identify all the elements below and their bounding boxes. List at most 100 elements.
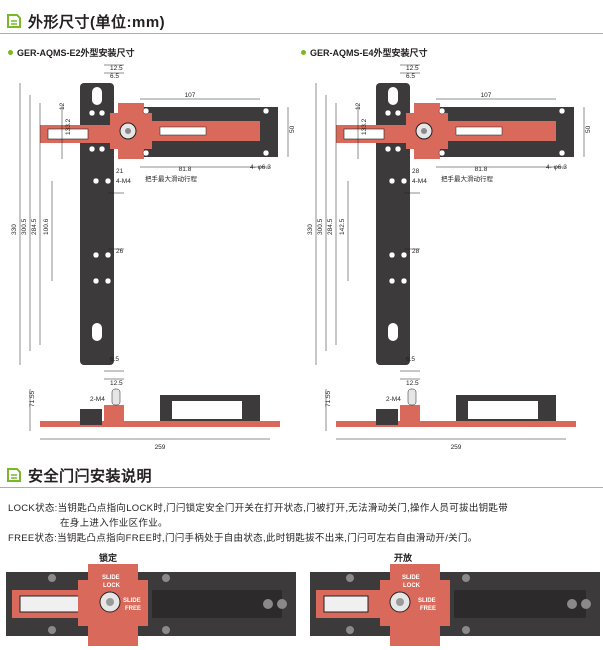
dimension-label: 12.5 <box>110 380 123 387</box>
side-mount <box>80 409 102 425</box>
slide-free-label: SLIDE <box>418 598 436 604</box>
handle-window <box>47 128 89 140</box>
mount-hole <box>142 149 150 157</box>
key-knob-center <box>125 128 131 134</box>
side-cutout <box>172 401 242 419</box>
dimension-label: 21 <box>116 168 124 175</box>
dimension-label: 12.5 <box>110 65 123 72</box>
dimension-label: 12 <box>59 102 66 110</box>
dimension-label: 284.5 <box>31 218 38 235</box>
free-state-text: FREE状态:当钥匙凸点指向FREE时,门闩手柄处于自由状态,此时钥匙拔不出来,… <box>8 533 478 544</box>
section-title-dimensions: 外形尺寸(单位:mm) <box>28 13 166 31</box>
mount-hole <box>384 109 392 117</box>
dimension-label: 81.8 <box>475 166 488 173</box>
dimension-label: 71.55 <box>325 390 332 407</box>
dimension-label: 142.5 <box>339 218 346 235</box>
slide-lock-label-2: LOCK <box>103 583 121 589</box>
dimension-label: 2-M4 <box>386 396 401 403</box>
dimension-label: 28 <box>412 248 420 255</box>
mount-hole <box>98 109 106 117</box>
document-icon <box>7 14 21 28</box>
side-mount <box>376 409 398 425</box>
base-plate <box>376 83 410 365</box>
dimension-label: 26 <box>116 248 124 255</box>
dimension-label: 300.5 <box>317 218 324 235</box>
dimension-label: 107 <box>185 92 196 99</box>
dimension-label: 50 <box>289 125 296 133</box>
dimension-label: 71.55 <box>29 390 36 407</box>
side-block <box>400 405 420 423</box>
dimension-label: 28 <box>412 168 420 175</box>
slide-window <box>159 126 207 136</box>
mount-slot <box>388 87 398 105</box>
lock-state-text-1: LOCK状态:当钥匙凸点指向LOCK时,门闩锁定安全门开关在打开状态,门被打开,… <box>8 503 509 514</box>
mount-hole <box>438 149 446 157</box>
mount-hole <box>400 177 408 185</box>
locked-label: 锁定 <box>99 553 118 563</box>
mount-hole <box>92 277 100 285</box>
dimension-label: 6.5 <box>406 356 415 363</box>
dimension-label: 100.6 <box>43 218 50 235</box>
side-block <box>104 405 124 423</box>
model-heading-e4: GER-AQMS-E4外型安装尺寸 <box>301 46 428 59</box>
mount-slot <box>92 87 102 105</box>
document-icon <box>7 468 21 482</box>
dimension-label: 81.8 <box>179 166 192 173</box>
mount-hole <box>388 251 396 259</box>
dimension-label: 330 <box>11 224 18 235</box>
lock-state-text-2: 在身上进入作业区作业。 <box>60 518 168 529</box>
mount-hole <box>92 177 100 185</box>
dimension-label: 12.5 <box>406 65 419 72</box>
mount-hole <box>384 145 392 153</box>
section-divider <box>0 487 603 488</box>
mount-hole <box>438 107 446 115</box>
model-heading-e2: GER-AQMS-E2外型安装尺寸 <box>8 46 135 59</box>
key-knob-center <box>421 128 427 134</box>
handle-travel-note: 把手最大滑动行程 <box>145 174 198 183</box>
handle-travel-note: 把手最大滑动行程 <box>441 174 494 183</box>
mount-hole <box>388 277 396 285</box>
dimension-label: 4-M4 <box>412 178 427 185</box>
dimension-label: 6.5 <box>406 73 415 80</box>
section-divider <box>0 33 603 34</box>
dimension-label: 259 <box>451 444 462 451</box>
open-state-illustration: SLIDE LOCK SLIDE FREE <box>310 564 600 646</box>
mount-hole <box>88 145 96 153</box>
mount-hole <box>142 107 150 115</box>
side-rail <box>40 421 280 427</box>
side-key <box>111 388 121 406</box>
mount-hole <box>394 109 402 117</box>
side-rail <box>336 421 576 427</box>
dimension-label: 4-M4 <box>116 178 131 185</box>
mount-slot <box>388 323 398 341</box>
dimension-label: 6.5 <box>110 73 119 80</box>
mount-hole <box>400 251 408 259</box>
dimension-label: 4- φ6.3 <box>250 164 271 171</box>
mount-slot <box>92 323 102 341</box>
bullet-dot <box>8 50 13 55</box>
locked-state-illustration: SLIDE LOCK SLIDE FREE <box>6 564 296 646</box>
mount-hole <box>558 149 566 157</box>
dimension-label: 284.5 <box>327 218 334 235</box>
dimension-label: 4- φ6.3 <box>546 164 567 171</box>
mount-hole <box>104 177 112 185</box>
dimension-label: 330 <box>307 224 314 235</box>
handle-window <box>343 128 385 140</box>
mount-hole <box>400 277 408 285</box>
slide-free-label-2: FREE <box>420 606 436 612</box>
model-name-e2: GER-AQMS-E2外型安装尺寸 <box>17 48 135 58</box>
mount-hole <box>92 251 100 259</box>
open-label: 开放 <box>394 553 413 563</box>
mount-hole <box>262 107 270 115</box>
dimension-label: 12 <box>355 102 362 110</box>
dimension-label: 107 <box>481 92 492 99</box>
dimension-label: 300.5 <box>21 218 28 235</box>
slide-free-label-2: FREE <box>125 606 141 612</box>
slide-free-label: SLIDE <box>123 598 141 604</box>
section-header-install: 安全门闩安装说明 <box>6 464 152 486</box>
dimension-label: 6.5 <box>110 356 119 363</box>
mount-hole <box>388 177 396 185</box>
mount-hole <box>558 107 566 115</box>
mount-hole <box>262 149 270 157</box>
